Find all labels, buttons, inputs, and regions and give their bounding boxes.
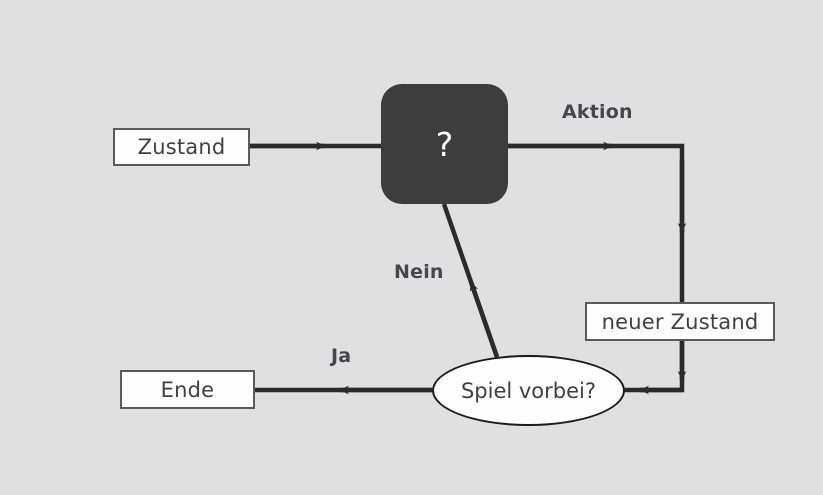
edge-label-nein: Nein	[394, 261, 444, 283]
edge-spiel-vorbei-to-decision	[441, 203, 500, 358]
node-neuer-zustand[interactable]: neuer Zustand	[585, 302, 775, 341]
node-zustand[interactable]: Zustand	[113, 128, 250, 166]
node-zustand-label: Zustand	[137, 135, 226, 159]
edge-decision-to-neuer-zustand	[508, 141, 687, 302]
node-ende-label: Ende	[160, 377, 215, 402]
node-spiel-vorbei[interactable]: Spiel vorbei?	[432, 355, 625, 426]
node-ende[interactable]: Ende	[120, 370, 255, 409]
edge-neuer-zustand-to-spiel-vorbei	[625, 341, 687, 395]
node-neuer-zustand-label: neuer Zustand	[601, 309, 759, 334]
node-spiel-vorbei-label: Spiel vorbei?	[460, 378, 597, 403]
node-decision-label: ?	[435, 124, 454, 164]
edge-label-aktion: Aktion	[562, 101, 633, 123]
edge-label-ja: Ja	[331, 345, 352, 367]
node-decision-question[interactable]: ?	[381, 84, 508, 204]
